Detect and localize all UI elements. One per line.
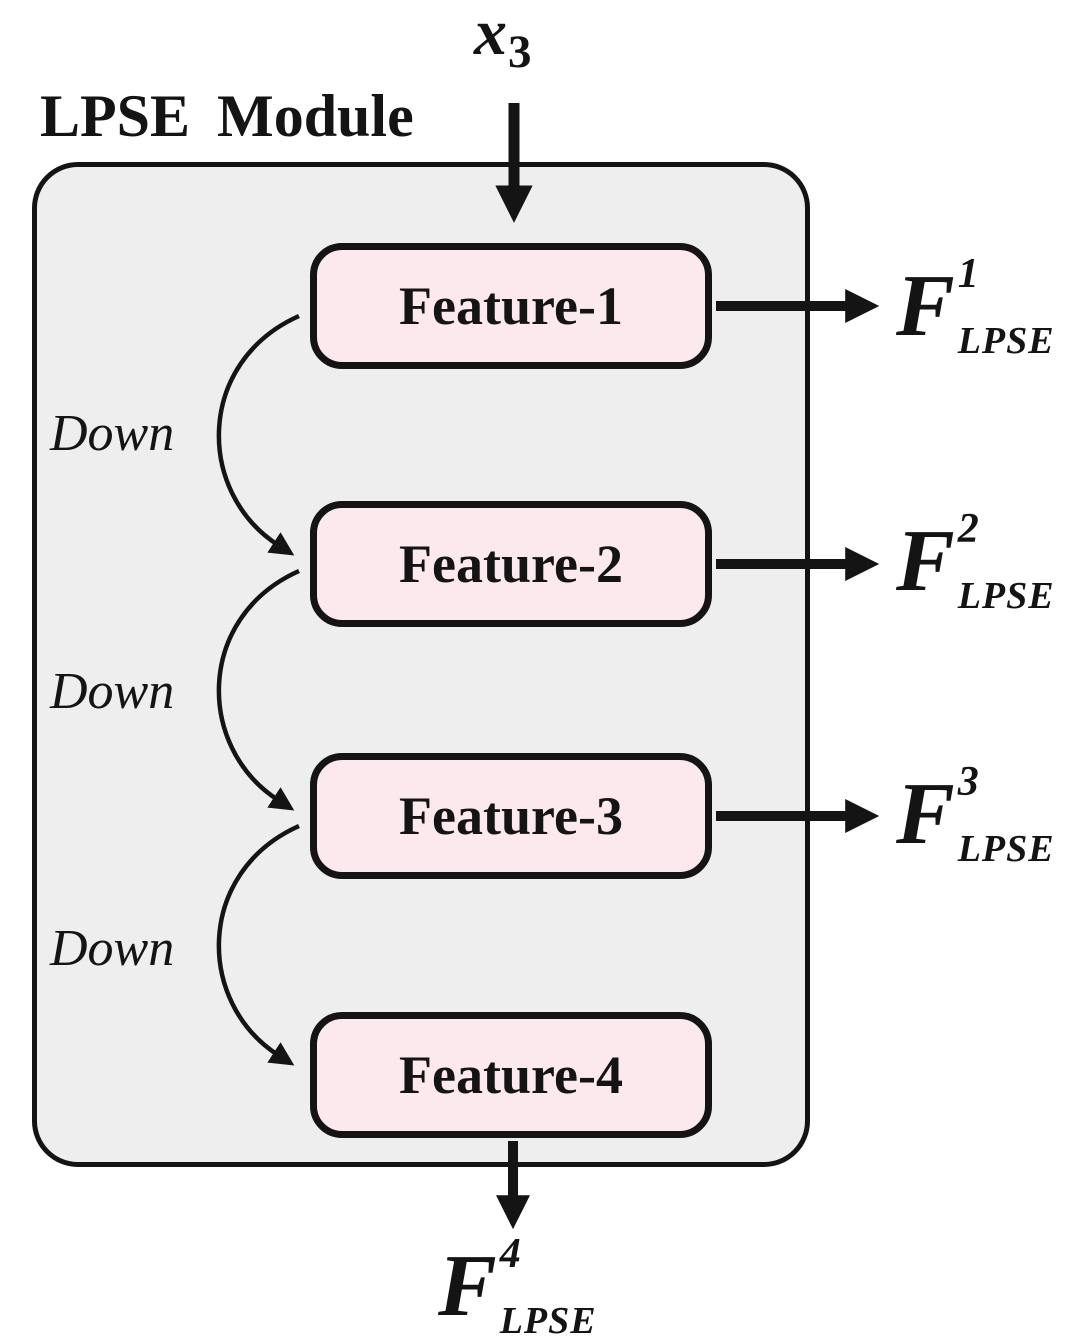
- feature-2-label: Feature-2: [399, 534, 623, 594]
- output-4-base: F: [438, 1237, 497, 1335]
- down-label-1: Down: [50, 405, 175, 462]
- output-1-superscript: 1: [957, 251, 979, 297]
- feature-3-label: Feature-3: [399, 786, 623, 846]
- feature-4-label: Feature-4: [399, 1045, 623, 1105]
- output-2-base: F: [896, 512, 955, 610]
- input-label-x3: x3: [474, 0, 532, 76]
- feature-box-3: Feature-3: [310, 753, 712, 879]
- down-label-2: Down: [50, 663, 175, 720]
- feature-box-4: Feature-4: [310, 1012, 712, 1138]
- output-2-superscript: 2: [957, 506, 979, 552]
- output-3-superscript: 3: [957, 759, 979, 805]
- down-label-3: Down: [50, 920, 175, 977]
- output-3-base: F: [896, 765, 955, 863]
- input-subscript: 3: [508, 26, 532, 78]
- output-4-subscript: LPSE: [499, 1299, 597, 1342]
- output-4-superscript: 4: [499, 1231, 521, 1277]
- module-title: LPSE Module: [40, 83, 414, 149]
- output-2-subscript: LPSE: [957, 574, 1055, 617]
- output-1-base: F: [896, 257, 955, 355]
- output-1-subscript: LPSE: [957, 319, 1055, 362]
- feature-1-label: Feature-1: [399, 276, 623, 336]
- output-3-subscript: LPSE: [957, 827, 1055, 870]
- feature-box-1: Feature-1: [310, 243, 712, 369]
- feature-box-2: Feature-2: [310, 501, 712, 627]
- input-base: x: [474, 0, 507, 69]
